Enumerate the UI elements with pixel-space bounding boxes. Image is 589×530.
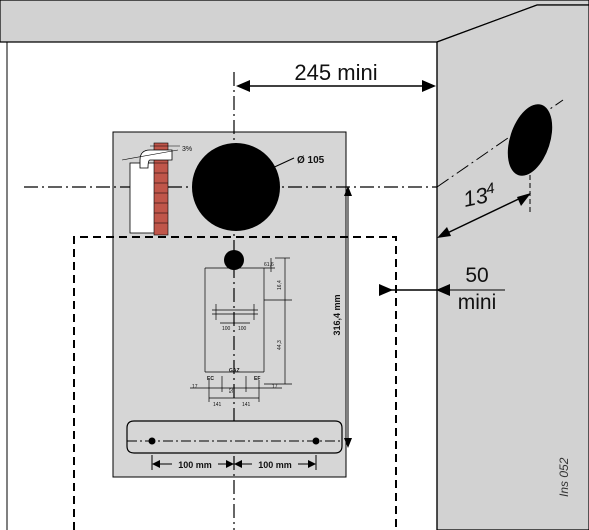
diameter-leader	[267, 157, 295, 171]
detail-ef: EF	[254, 376, 260, 382]
mounting-rail	[126, 420, 343, 454]
dim-height-label: 316,4 mm	[332, 294, 342, 335]
dim-50-num: 50	[465, 264, 488, 287]
dim-100-arrow-3	[234, 460, 242, 468]
detail-53: 53	[229, 387, 235, 393]
detail-gaz: GAZ	[229, 368, 240, 374]
dim-100-arrow-4	[308, 460, 316, 468]
brick-column	[153, 142, 169, 236]
detail-100-b: 100	[238, 326, 247, 332]
rail-hole-right	[312, 437, 320, 445]
dim-245-arrow-left	[236, 80, 250, 92]
fitting-detail	[190, 257, 292, 402]
dim-134-arrow-top	[517, 193, 531, 206]
dim-height-arrow-top	[344, 186, 352, 196]
detail-17-a: 17	[192, 384, 198, 390]
detail-44-3: 44,3	[277, 340, 283, 350]
detail-141-a: 141	[213, 402, 222, 408]
dim-134-line	[440, 194, 528, 237]
dim-100-right-bg	[252, 459, 298, 470]
detail-ec: EC	[207, 376, 214, 382]
dim-245-label: 245 mini	[294, 60, 377, 85]
dim-50-den: mini	[458, 291, 497, 314]
boiler-outline	[73, 236, 397, 530]
detail-61-6: 61,6	[264, 262, 274, 268]
detail-141-b: 141	[242, 402, 251, 408]
fixing-hole-top	[224, 250, 244, 270]
dim-134-arrow-bottom	[437, 227, 451, 238]
dim-height-arrow-bottom	[344, 438, 352, 448]
dim-134-label: 134	[461, 180, 499, 212]
dim-100-right-label: 100 mm	[258, 460, 292, 470]
dim-100-arrow-2	[226, 460, 234, 468]
detail-100-a: 100	[222, 326, 231, 332]
dim-50-arrow-right	[436, 284, 450, 296]
flue-pipe-elbow	[139, 149, 173, 169]
slope-label: 3%	[182, 146, 192, 153]
dim-100-arrow-1	[152, 460, 160, 468]
detail-17-b: 17	[272, 384, 278, 390]
dim-100-left-label: 100 mm	[178, 460, 212, 470]
detail-16-4: 16,4	[277, 280, 283, 290]
diameter-label: Ø 105	[297, 155, 325, 166]
reference-code: Ins 052	[557, 457, 571, 497]
flue-hole	[192, 143, 280, 231]
wall-flue-hole	[507, 104, 553, 176]
dim-245-arrow-right	[422, 80, 436, 92]
slope-line	[121, 149, 179, 161]
rail-hole-left	[148, 437, 156, 445]
dim-100-left-bg	[172, 459, 218, 470]
dim-50-arrow-left	[379, 284, 393, 296]
